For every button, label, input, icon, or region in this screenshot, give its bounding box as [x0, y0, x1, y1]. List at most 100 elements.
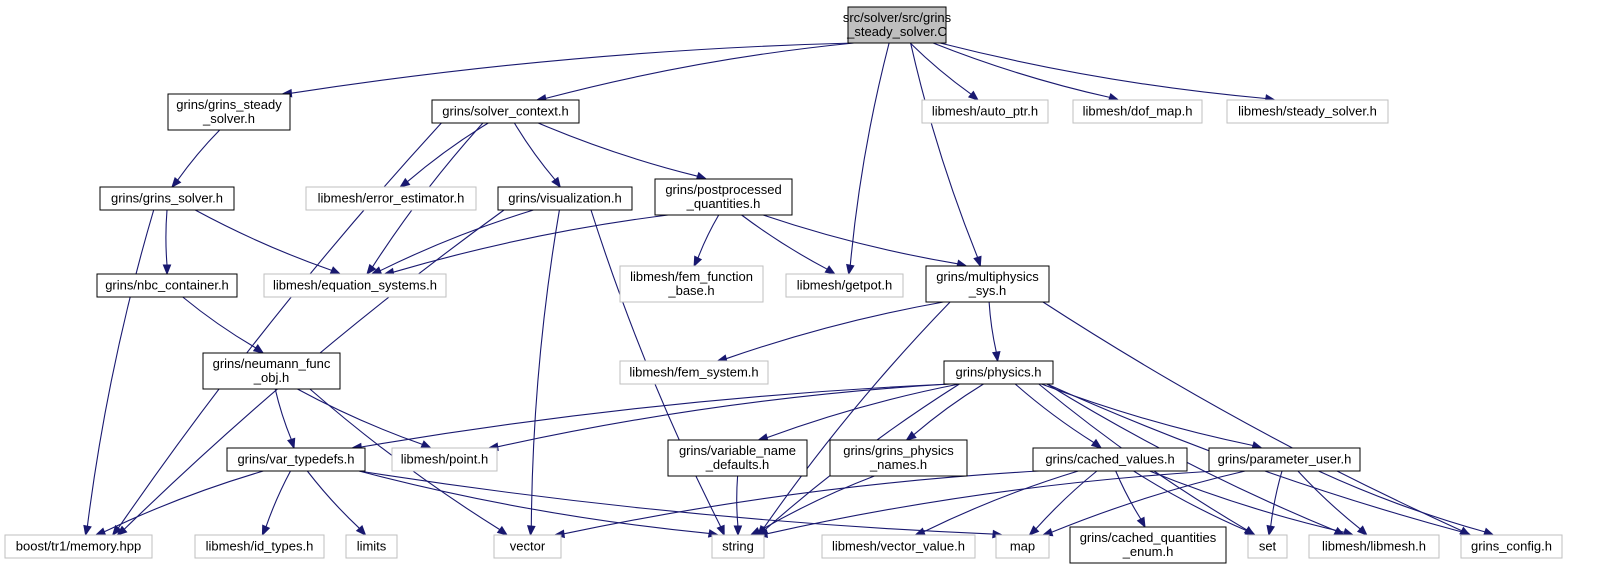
node-postprocessed[interactable]: grins/postprocessed_quantities.h [654, 178, 793, 216]
edge-arrowhead [116, 525, 128, 536]
node-box [4, 534, 153, 559]
node-visualization[interactable]: grins/visualization.h [497, 186, 633, 211]
edge-line [1318, 470, 1486, 533]
dependency-edge-cached_values-to-vector_value [914, 470, 1079, 536]
dependency-edge-root-to-steady_solver_lm [939, 42, 1277, 103]
edge-line [563, 470, 1040, 535]
node-label-line: libmesh/point.h [401, 452, 488, 467]
edge-line [1149, 470, 1345, 533]
node-solver-context[interactable]: grins/solver_context.h [431, 99, 580, 124]
node-map: map [995, 534, 1050, 559]
edge-arrowhead [1136, 516, 1146, 529]
edge-line [988, 301, 997, 353]
node-label-line: _base.h [667, 283, 714, 298]
node-label-line: libmesh/fem_system.h [629, 365, 758, 380]
node-label-line: grins/cached_quantities [1080, 530, 1217, 545]
edge-arrowhead [551, 176, 561, 189]
edge-arrowhead [846, 263, 855, 276]
node-nbc-container[interactable]: grins/nbc_container.h [96, 273, 238, 298]
edge-arrowhead [171, 176, 182, 189]
edge-line [306, 470, 360, 529]
node-label-line: libmesh/id_types.h [206, 539, 314, 554]
dependency-edge-physics-to-parameter_user [1041, 383, 1263, 450]
edge-line [726, 301, 944, 360]
node-box [943, 360, 1054, 385]
edge-line [1115, 470, 1142, 520]
node-label-line: grins_config.h [1471, 539, 1552, 554]
edge-arrowhead [420, 440, 432, 449]
dependency-edge-root-to-multiphysics [910, 42, 982, 268]
node-label-line: string [722, 539, 754, 554]
node-label-line: set [1259, 539, 1277, 554]
node-label-line: libmesh/error_estimator.h [318, 191, 465, 206]
edge-arrowhead [329, 266, 342, 275]
edge-line [697, 214, 720, 259]
node-variable-name[interactable]: grins/variable_name_defaults.h [667, 439, 808, 477]
node-box [785, 273, 904, 298]
node-label-line: libmesh/getpot.h [797, 278, 892, 293]
edge-line [766, 383, 960, 439]
node-label-line: _obj.h [253, 370, 289, 385]
dependency-edge-multiphysics-to-string [757, 301, 951, 537]
node-physics-names[interactable]: grins/grins_physics_names.h [829, 439, 968, 477]
edge-arrowhead [366, 263, 377, 276]
node-var-typedefs[interactable]: grins/var_typedefs.h [226, 447, 366, 472]
edge-arrowhead [1482, 527, 1495, 536]
node-grins-solver[interactable]: grins/grins_solver.h [99, 186, 235, 211]
node-box [654, 178, 793, 216]
dependency-edge-physics-to-cached_values [1014, 383, 1103, 449]
edge-line [1014, 383, 1095, 444]
node-box [1208, 447, 1361, 472]
node-limits: limits [345, 534, 398, 559]
dependency-edge-multiphysics-to-fem_system [716, 301, 944, 363]
dependency-edge-postprocessed-to-multiphysics [762, 214, 968, 268]
node-box [1460, 534, 1563, 559]
node-label-line: _steady_solver.C [846, 24, 947, 39]
dependency-edge-cached_values-to-cached_quantities [1115, 470, 1146, 529]
dependency-edge-parameter_user-to-libmesh [1297, 470, 1368, 536]
node-neumann[interactable]: grins/neumann_func_obj.h [202, 352, 341, 390]
edge-line [1046, 383, 1337, 532]
node-grins-config: grins_config.h [1460, 534, 1563, 559]
edge-arrowhead [1090, 438, 1103, 449]
node-string: string [711, 534, 765, 559]
edge-line [165, 209, 168, 266]
edge-arrowhead [261, 524, 271, 537]
dependency-edge-grins_solver-to-memory [83, 209, 155, 537]
edge-arrowhead [905, 430, 917, 441]
node-box [345, 534, 398, 559]
edge-line [497, 383, 951, 448]
node-cached-quantities[interactable]: grins/cached_quantities_enum.h [1069, 526, 1227, 564]
edge-line [1133, 470, 1248, 532]
edge-line [194, 209, 332, 271]
node-box [202, 352, 341, 390]
node-equation-systems: libmesh/equation_systems.h [263, 273, 447, 298]
dependency-edge-solver_context-to-postprocessed [537, 122, 708, 181]
dependency-edge-solver_context-to-error_estimator [399, 122, 489, 188]
node-multiphysics[interactable]: grins/multiphysics_sys.h [925, 265, 1050, 303]
node-cached-values[interactable]: grins/cached_values.h [1032, 447, 1188, 472]
edge-line [1041, 383, 1254, 447]
edge-arrowhead [733, 525, 743, 537]
node-box [1308, 534, 1440, 559]
node-box [391, 447, 498, 472]
edge-arrowhead [1028, 525, 1040, 536]
node-parameter-user[interactable]: grins/parameter_user.h [1208, 447, 1361, 472]
dependency-edge-variable_name-to-string [733, 475, 743, 537]
node-box [667, 439, 808, 477]
edge-line [923, 470, 1079, 533]
edge-line [182, 296, 257, 349]
dependency-edge-solver_context-to-visualization [513, 122, 561, 189]
node-box [711, 534, 765, 559]
edge-arrowhead [83, 524, 92, 537]
dependency-edge-visualization-to-equation_systems [370, 209, 534, 275]
node-physics[interactable]: grins/physics.h [943, 360, 1054, 385]
edge-line [545, 42, 855, 99]
dependency-edge-parameter_user-to-grins_config [1318, 470, 1495, 536]
edge-line [758, 475, 875, 532]
node-label-line: _solver.h [202, 111, 255, 126]
node-root[interactable]: src/solver/src/grins_steady_solver.C [843, 6, 952, 44]
dependency-edge-var_typedefs-to-id_types [261, 470, 291, 537]
node-steady-solver-h[interactable]: grins/grins_steady_solver.h [167, 93, 291, 131]
